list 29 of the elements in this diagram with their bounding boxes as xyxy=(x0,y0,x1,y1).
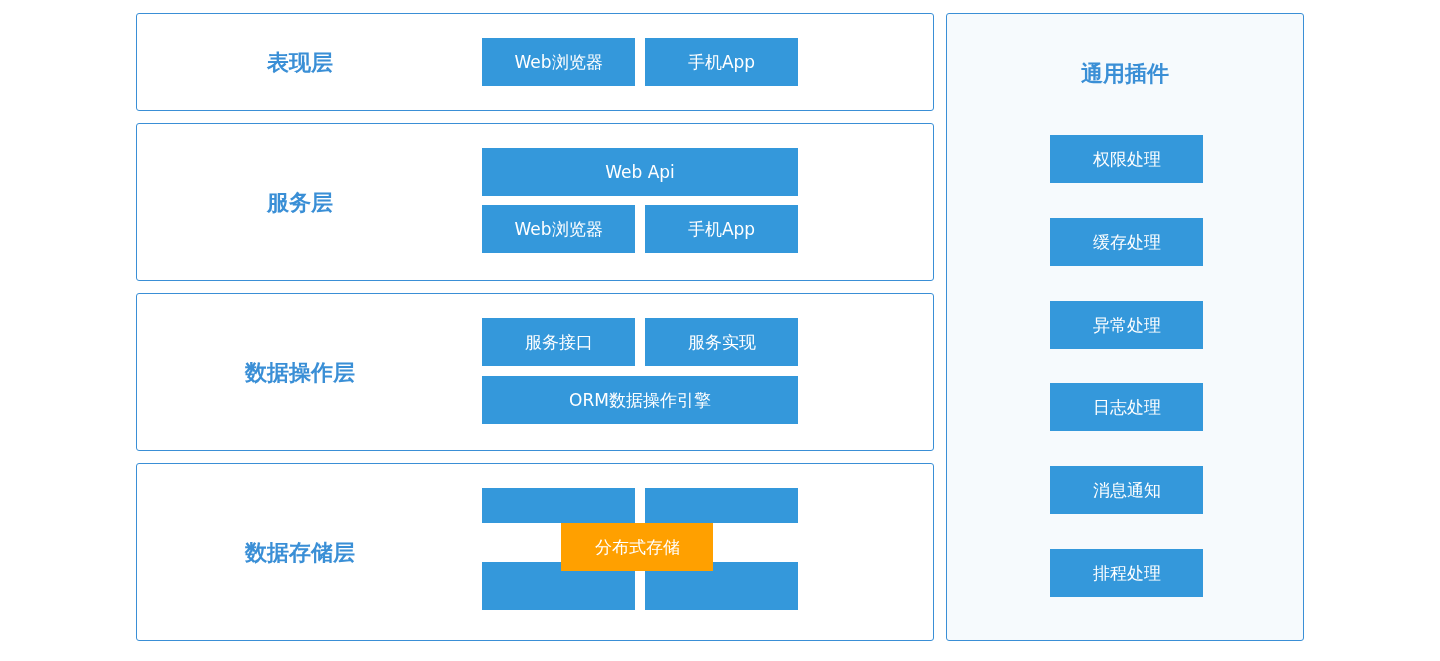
module-box: 手机App xyxy=(645,205,798,253)
module-box: 排程处理 xyxy=(1050,549,1203,597)
module-box: Web浏览器 xyxy=(482,205,635,253)
module-box xyxy=(645,488,798,523)
storage-box: 分布式存储 xyxy=(561,523,713,571)
layer-title: 数据操作层 xyxy=(243,359,356,387)
module-box xyxy=(645,562,798,610)
module-box: 服务实现 xyxy=(645,318,798,366)
module-box xyxy=(482,488,635,523)
module-box: Web Api xyxy=(482,148,798,196)
layer-title: 表现层 xyxy=(266,49,334,77)
module-box: 缓存处理 xyxy=(1050,218,1203,266)
module-box: 权限处理 xyxy=(1050,135,1203,183)
module-box: ORM数据操作引擎 xyxy=(482,376,798,424)
module-box xyxy=(482,562,635,610)
layer-title: 服务层 xyxy=(265,189,334,217)
module-box: 手机App xyxy=(645,38,798,86)
layer-title: 数据存储层 xyxy=(243,539,356,567)
layer-panel xyxy=(136,13,934,111)
module-box: 日志处理 xyxy=(1050,383,1203,431)
layer-title: 通用插件 xyxy=(1080,60,1170,88)
module-box: 消息通知 xyxy=(1050,466,1203,514)
module-box: 异常处理 xyxy=(1050,301,1203,349)
layer-panel xyxy=(136,123,934,281)
layer-panel xyxy=(136,293,934,451)
layer-panel xyxy=(136,463,934,641)
layer-panel xyxy=(946,13,1304,641)
module-box: 服务接口 xyxy=(482,318,635,366)
module-box: Web浏览器 xyxy=(482,38,635,86)
